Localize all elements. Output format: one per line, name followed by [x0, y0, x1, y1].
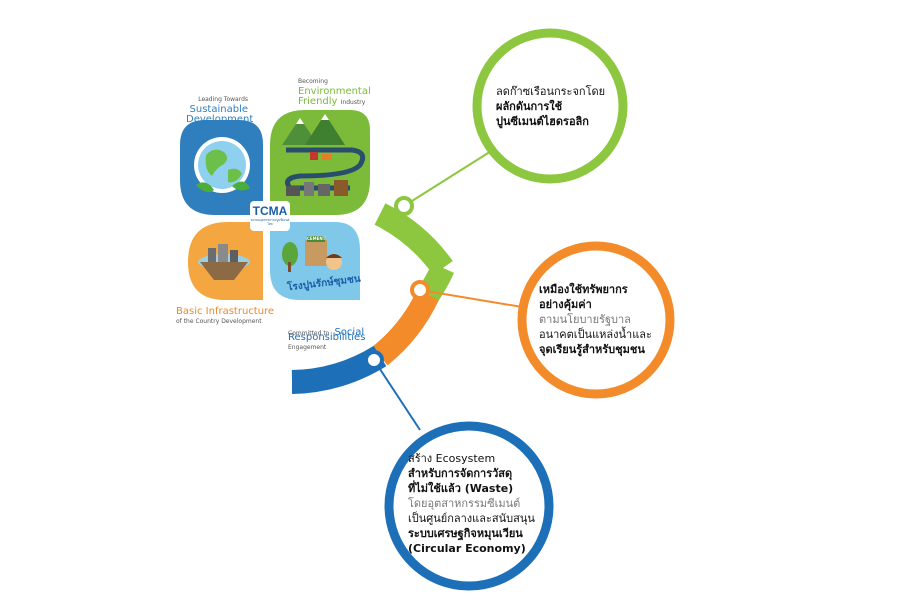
infrastructure-title: Basic Infrastructure	[176, 306, 275, 317]
bubble-blue	[384, 421, 554, 591]
environmental-suffix: Industry	[340, 99, 366, 106]
infrastructure-subtitle: of the Country Development	[176, 318, 262, 325]
connector-dot-green	[394, 196, 414, 216]
bubble-green	[472, 28, 628, 184]
bubble-line: ที่ไม่ใช้แล้ว (Waste)	[408, 482, 514, 495]
connector-green	[403, 147, 497, 207]
environmental-prefix: Becoming	[298, 78, 328, 85]
industry-landscape-icon	[282, 114, 366, 196]
tcma-logo-sub: สมาคมอุตสาหกรรมปูนซีเมนต์ไทย	[250, 218, 290, 226]
bubble-line: สร้าง Ecosystem	[408, 452, 496, 465]
floating-island-icon	[198, 244, 250, 280]
bubble-line: ผลักดันการใช้	[496, 100, 563, 113]
bubble-line: ระบบเศรษฐกิจหมุนเวียน	[408, 527, 523, 540]
sustainable-title-line2: Development	[186, 114, 254, 125]
bubble-line: ปูนซีเมนต์ไฮดรอลิก	[496, 115, 589, 128]
sustainable-title-line1: Sustainable	[189, 104, 248, 115]
bubble-line: (Circular Economy)	[408, 542, 526, 555]
bubble-line: ตามนโยบายรัฐบาล	[539, 313, 631, 326]
arc-green-segment	[374, 203, 453, 276]
bubble-blue-text: สร้าง Ecosystem สำหรับการจัดการวัสดุที่ไม…	[408, 451, 535, 556]
environmental-title-line1: Environmental	[298, 86, 371, 97]
bubble-line: เหมืองใช้ทรัพยากร	[539, 283, 628, 296]
connector-dot-orange	[410, 280, 430, 300]
arc-orange-segment	[372, 289, 439, 366]
cement-box-label: CEMENT	[307, 236, 326, 241]
connector-dot-blue	[364, 350, 384, 370]
arc-blue-tail	[292, 370, 310, 394]
social-suffix: Engagement	[288, 344, 327, 351]
community-characters-icon	[282, 236, 342, 272]
environmental-title-line2: Friendly Industry	[298, 96, 366, 107]
bubble-line: จุดเรียนรู้สำหรับชุมชน	[539, 343, 645, 356]
bubble-line: ลดก๊าซเรือนกระจกโดย	[496, 85, 606, 98]
bubble-orange	[517, 241, 675, 399]
sustainable-prefix: Leading Towards	[198, 96, 248, 103]
bubble-orange-text: เหมืองใช้ทรัพยากรอย่างคุ้มค่าตามนโยบายรั…	[539, 282, 652, 357]
bubble-line: อนาคตเป็นแหล่งน้ำและ	[539, 328, 652, 341]
social-prefix: Committed to	[288, 330, 330, 337]
bubble-line: สำหรับการจัดการวัสดุ	[408, 467, 513, 480]
bubble-line: เป็นศูนย์กลางและสนับสนุน	[408, 512, 535, 525]
social-title-line1: Committed to Social	[288, 327, 365, 338]
bubble-line: อย่างคุ้มค่า	[539, 298, 592, 311]
connector-blue	[373, 359, 421, 431]
bubble-line: โดยอุตสาหกรรมซีเมนต์	[408, 497, 521, 510]
tcma-logo: TCMA สมาคมอุตสาหกรรมปูนซีเมนต์ไทย	[250, 201, 290, 231]
bubble-green-text: ลดก๊าซเรือนกระจกโดยผลักดันการใช้ปูนซีเมน…	[496, 84, 605, 129]
tcma-logo-name: TCMA	[252, 204, 288, 218]
social-title-line2: Responsibilities	[288, 332, 366, 343]
